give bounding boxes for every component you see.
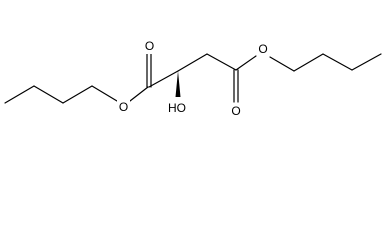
bond-butyl-right-3: [322, 53, 353, 71]
bond-butyl-right-2: [293, 53, 324, 72]
bond-ester-o-right: [235, 55, 257, 71]
ester-oxygen-left-label: O: [119, 100, 128, 114]
bond-butyl-right-4: [351, 53, 382, 71]
bond-butyl-left-3: [62, 85, 93, 104]
bond-butyl-left-1: [4, 85, 35, 104]
hydroxyl-label: HO: [168, 101, 186, 115]
carbonyl-oxygen-left-label: O: [145, 39, 154, 53]
bond-ester-o-left: [129, 86, 149, 102]
wedge-bond-hydroxyl: [175, 71, 181, 97]
bond-c1-c2: [148, 70, 179, 88]
carbonyl-oxygen-right-label: O: [231, 104, 240, 118]
molecule-drawing: O O HO O O: [4, 38, 382, 119]
structure-canvas: O O HO O O: [4, 38, 382, 119]
bond-c3-c4: [206, 53, 237, 71]
bond-butyl-right-1: [269, 56, 295, 72]
bond-butyl-left-4: [91, 85, 118, 102]
bond-c2-c3: [177, 53, 208, 72]
bond-butyl-left-2: [33, 85, 64, 104]
ester-oxygen-right-label: O: [258, 42, 267, 56]
